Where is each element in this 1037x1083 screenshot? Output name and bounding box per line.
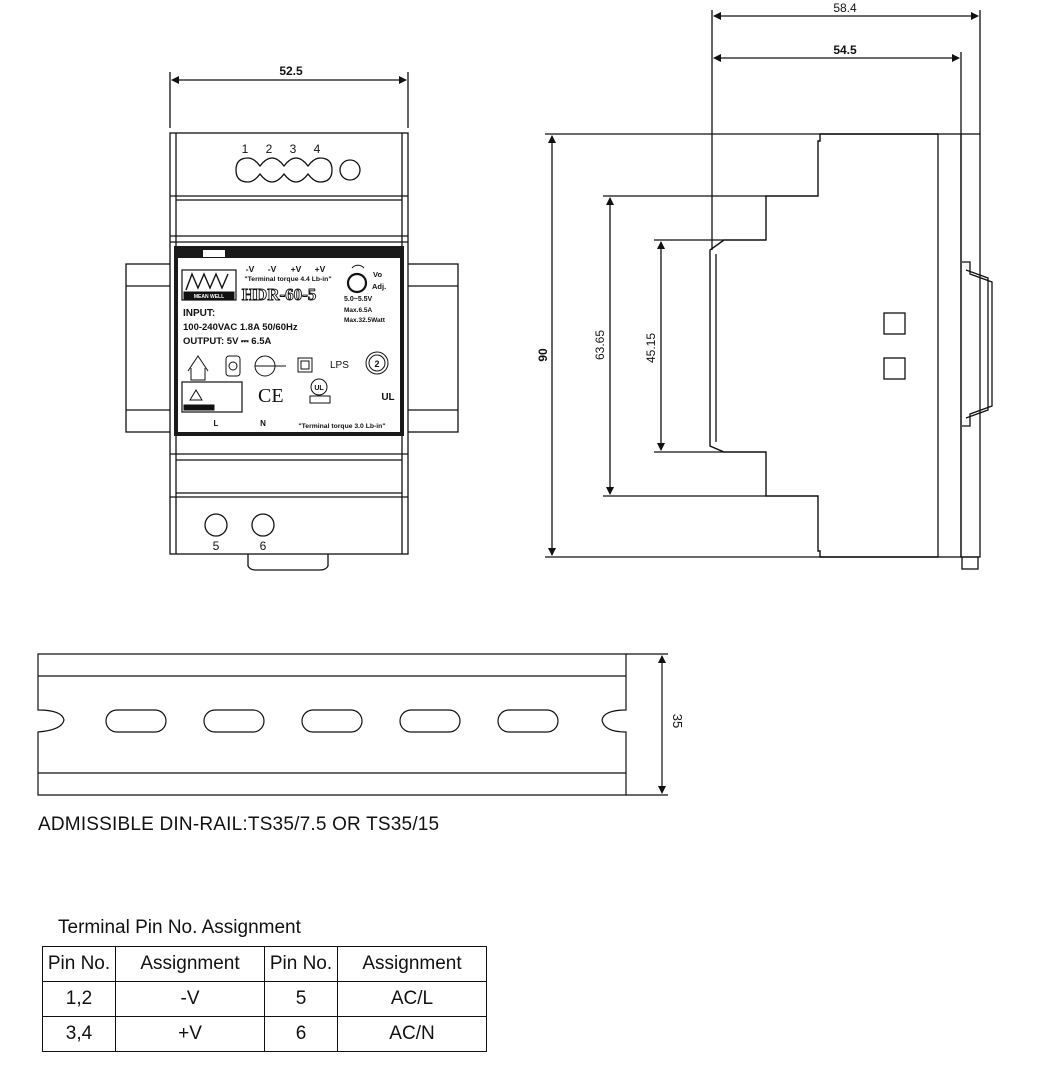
terminal-number-3: 3	[290, 142, 297, 156]
dim-rail-height: 35	[670, 714, 685, 728]
ul-mark-1: UL	[314, 385, 324, 392]
bottom-n-label: N	[260, 419, 266, 428]
output-spec: OUTPUT: 5V ⎓ 6.5A	[183, 336, 271, 347]
table-header-row: Pin No. Assignment Pin No. Assignment	[42, 946, 487, 982]
din-rail-caption: ADMISSIBLE DIN-RAIL:TS35/7.5 OR TS35/15	[38, 814, 440, 835]
table-cell: 6	[264, 1016, 338, 1052]
dim-body-depth: 54.5	[833, 43, 857, 57]
din-rail	[37, 653, 668, 796]
dim-front-width: 52.5	[279, 64, 303, 78]
output-label-4: +V	[315, 264, 326, 274]
terminal-number-2: 2	[266, 142, 273, 156]
terminal-number-6: 6	[260, 539, 267, 553]
max-power-text: Max.32.5Watt	[344, 317, 386, 324]
input-label: INPUT:	[183, 308, 215, 319]
adj-range-text: 5.0~5.5V	[344, 296, 373, 303]
header-assignment-2: Assignment	[337, 946, 487, 982]
ce-mark: CE	[258, 385, 284, 407]
header-assignment-1: Assignment	[115, 946, 265, 982]
input-spec: 100-240VAC 1.8A 50/60Hz	[183, 322, 298, 333]
max-current-text: Max.6.5A	[344, 307, 372, 314]
ul-mark-2: UL	[381, 392, 394, 403]
pin-table-title: Terminal Pin No. Assignment	[58, 917, 301, 938]
terminal-number-5: 5	[213, 539, 220, 553]
bottom-l-label: L	[214, 419, 219, 428]
side-view	[545, 10, 993, 570]
bottom-torque-text: "Terminal torque 3.0 Lb-in"	[298, 423, 385, 430]
model-text: HDR-60-5	[242, 285, 317, 304]
top-torque-text: "Terminal torque 4.4 Lb-in"	[244, 276, 331, 283]
adj-label: Adj.	[372, 282, 386, 291]
table-cell: +V	[115, 1016, 265, 1052]
table-cell: 3,4	[42, 1016, 116, 1052]
lps-label: LPS	[330, 360, 349, 371]
table-cell: -V	[115, 981, 265, 1017]
dim-total-depth: 58.4	[833, 1, 857, 15]
output-label-3: +V	[291, 264, 302, 274]
table-cell: 1,2	[42, 981, 116, 1017]
terminal-number-1: 1	[242, 142, 249, 156]
header-pin-no-1: Pin No.	[42, 946, 116, 982]
output-label-1: -V	[246, 264, 255, 274]
pin-assignment-table: Pin No. Assignment Pin No. Assignment 1,…	[42, 946, 487, 1052]
dim-total-height: 90	[536, 348, 550, 362]
terminal-number-4: 4	[314, 142, 321, 156]
output-label-2: -V	[268, 264, 277, 274]
header-pin-no-2: Pin No.	[264, 946, 338, 982]
table-row: 1,2 -V 5 AC/L	[42, 981, 487, 1017]
table-row: 3,4 +V 6 AC/N	[42, 1016, 487, 1052]
table-cell: AC/N	[337, 1016, 487, 1052]
dim-step-height: 63.65	[593, 330, 607, 360]
label-details	[181, 264, 389, 413]
table-cell: AC/L	[337, 981, 487, 1017]
class-code-text: 2	[374, 359, 379, 369]
brand-text: MEAN WELL	[194, 294, 224, 300]
dim-window-height: 45.15	[644, 333, 658, 363]
table-cell: 5	[264, 981, 338, 1017]
vo-label: Vo	[373, 270, 382, 279]
